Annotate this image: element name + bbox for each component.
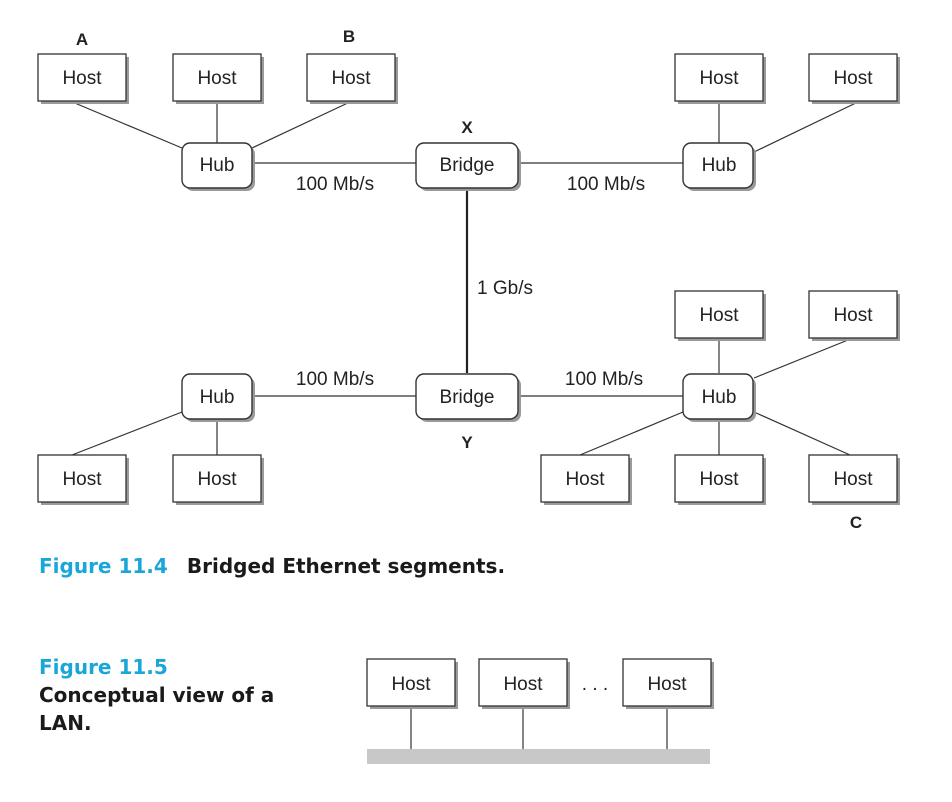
label-x: X	[461, 118, 473, 137]
label-a: A	[76, 30, 88, 49]
host-label: Host	[62, 68, 102, 89]
host-label: Host	[699, 469, 739, 490]
host-c: Host	[808, 454, 900, 505]
figure-number: Figure 11.4	[39, 554, 168, 578]
figure-11-4-caption: Figure 11.4 Bridged Ethernet segments.	[39, 554, 505, 578]
host-mid-1: Host	[674, 290, 766, 341]
host-label: Host	[699, 305, 739, 326]
host-label: Host	[331, 68, 371, 89]
host-b: Host	[306, 53, 398, 104]
link-label-bottom-left: 100 Mb/s	[296, 369, 374, 390]
host-label: Host	[833, 305, 873, 326]
bridge-label: Bridge	[440, 155, 495, 176]
host-label: Host	[197, 68, 237, 89]
host-bottom-2: Host	[172, 454, 264, 505]
label-y: Y	[461, 433, 473, 452]
wires	[69, 100, 861, 456]
host-bottom-3: Host	[540, 454, 632, 505]
hub-label: Hub	[200, 155, 235, 176]
hub-top-right: Hub	[682, 142, 756, 191]
figure-text-line-1: Conceptual view of a	[39, 683, 275, 707]
figure-11-5-diagram: Host Host . . . Host	[366, 658, 714, 764]
label-c: C	[850, 513, 862, 532]
host-label: Host	[503, 674, 543, 695]
host-top-2: Host	[172, 53, 264, 104]
lan-host-3: Host	[622, 658, 714, 709]
host-top-4: Host	[674, 53, 766, 104]
lan-host-1: Host	[366, 658, 458, 709]
host-bottom-4: Host	[674, 454, 766, 505]
bridge-label: Bridge	[440, 387, 495, 408]
host-label: Host	[391, 674, 431, 695]
hub-label: Hub	[200, 387, 235, 408]
hub-top-left: Hub	[181, 142, 255, 191]
host-label: Host	[197, 469, 237, 490]
lan-bus	[367, 749, 710, 764]
ellipsis: . . .	[582, 674, 608, 695]
lan-host-2: Host	[478, 658, 570, 709]
hub-label: Hub	[702, 387, 737, 408]
bridge-y: Bridge	[415, 373, 521, 422]
figure-text-line-2: LAN.	[39, 711, 92, 735]
host-label: Host	[833, 68, 873, 89]
host-label: Host	[62, 469, 102, 490]
host-label: Host	[699, 68, 739, 89]
figure-number: Figure 11.5	[39, 655, 168, 679]
host-a: Host	[37, 53, 129, 104]
host-bottom-1: Host	[37, 454, 129, 505]
link-label-top-left: 100 Mb/s	[296, 174, 374, 195]
label-b: B	[343, 27, 355, 46]
host-label: Host	[647, 674, 687, 695]
link-label-vertical: 1 Gb/s	[477, 278, 533, 299]
hub-label: Hub	[702, 155, 737, 176]
figure-11-5-caption: Figure 11.5 Conceptual view of a LAN.	[39, 653, 274, 737]
host-label: Host	[565, 469, 605, 490]
link-label-top-right: 100 Mb/s	[567, 174, 645, 195]
host-mid-2: Host	[808, 290, 900, 341]
host-top-5: Host	[808, 53, 900, 104]
hub-bottom-right: Hub	[682, 373, 756, 422]
figure-title: Bridged Ethernet segments.	[186, 554, 506, 578]
link-label-bottom-right: 100 Mb/s	[565, 369, 643, 390]
hub-bottom-left: Hub	[181, 373, 255, 422]
bridge-x: Bridge	[415, 142, 521, 191]
host-label: Host	[833, 469, 873, 490]
